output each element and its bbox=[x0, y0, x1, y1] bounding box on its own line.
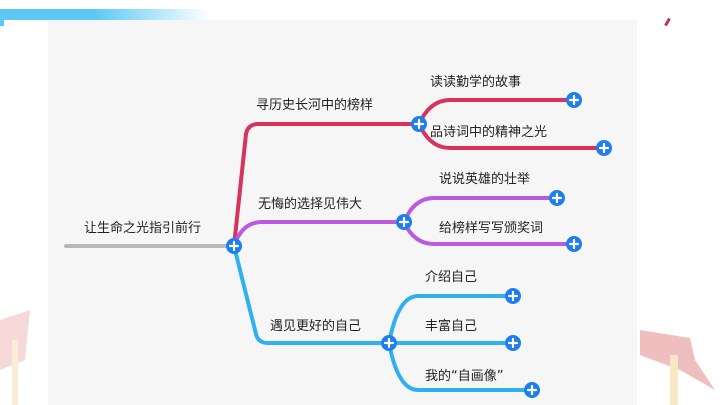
expand-plus-icon[interactable] bbox=[566, 92, 582, 108]
expand-plus-icon[interactable] bbox=[549, 190, 565, 206]
branch-2-label[interactable]: 无悔的选择见伟大 bbox=[258, 197, 363, 212]
expand-plus-icon[interactable] bbox=[566, 236, 582, 252]
expand-plus-icon[interactable] bbox=[396, 214, 412, 230]
branch-1-label[interactable]: 寻历史长河中的榜样 bbox=[256, 98, 374, 113]
mindmap-canvas bbox=[48, 20, 637, 405]
branch-1-child-2-label[interactable]: 品诗词中的精神之光 bbox=[430, 125, 548, 140]
branch-3-child-3-line bbox=[387, 341, 534, 392]
expand-plus-icon[interactable] bbox=[226, 238, 242, 254]
expand-plus-icon[interactable] bbox=[381, 335, 397, 351]
expand-plus-icon[interactable] bbox=[524, 382, 540, 398]
title-accent-tick bbox=[0, 9, 4, 26]
branch-3-child-2-label[interactable]: 丰富自己 bbox=[425, 319, 478, 334]
branch-2-line bbox=[232, 220, 406, 248]
expand-plus-icon[interactable] bbox=[505, 335, 521, 351]
branch-2-child-1-line bbox=[402, 196, 559, 224]
branch-3-child-1-line bbox=[387, 294, 515, 345]
branch-2-child-1-label[interactable]: 说说英雄的壮举 bbox=[439, 172, 531, 187]
branch-3-child-1-label[interactable]: 介绍自己 bbox=[425, 270, 478, 285]
branch-3-label[interactable]: 遇见更好的自己 bbox=[270, 319, 362, 334]
branch-1-child-1-label[interactable]: 读读勤学的故事 bbox=[430, 75, 522, 90]
flag-decoration-right bbox=[640, 330, 715, 405]
branch-2-child-2-label[interactable]: 给榜样写写颁奖词 bbox=[439, 221, 544, 236]
expand-plus-icon[interactable] bbox=[505, 288, 521, 304]
branch-1-line bbox=[232, 122, 421, 248]
root-node-label[interactable]: 让生命之光指引前行 bbox=[84, 221, 202, 236]
expand-plus-icon[interactable] bbox=[411, 116, 427, 132]
branch-3-child-3-label[interactable]: 我的“自画像” bbox=[425, 369, 504, 384]
branch-1-child-1-line bbox=[417, 98, 576, 126]
flag-decoration-left bbox=[0, 310, 30, 405]
title-accent-bar bbox=[0, 9, 210, 20]
branch-3-line bbox=[232, 244, 391, 345]
expand-plus-icon[interactable] bbox=[596, 140, 612, 156]
